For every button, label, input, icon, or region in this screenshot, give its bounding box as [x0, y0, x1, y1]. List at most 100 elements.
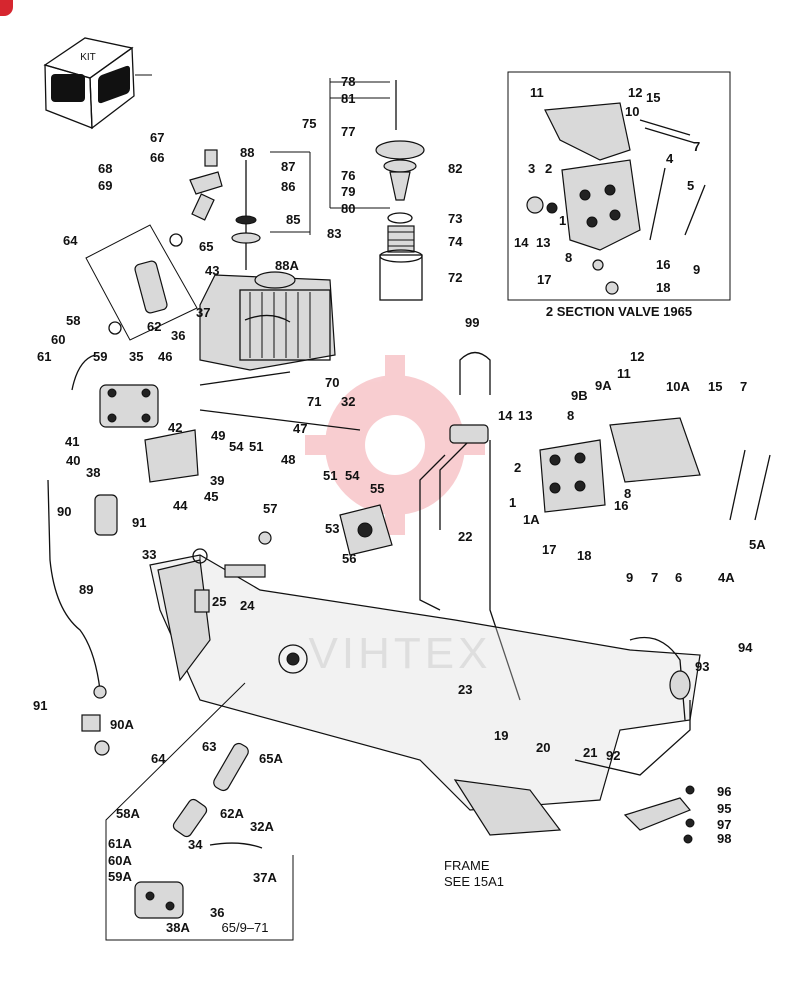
callout-91: 91 — [33, 698, 47, 713]
callout-91: 91 — [132, 515, 146, 530]
callout-96: 96 — [717, 784, 731, 799]
callout-16: 16 — [656, 257, 670, 272]
callout-92: 92 — [606, 748, 620, 763]
callout-7: 7 — [651, 570, 658, 585]
callout-75: 75 — [302, 116, 316, 131]
callout-86: 86 — [281, 179, 295, 194]
callout-10: 10 — [625, 104, 639, 119]
callout-74: 74 — [448, 234, 463, 249]
callout-23: 23 — [458, 682, 472, 697]
callout-62a: 62A — [220, 806, 244, 821]
callout-1: 1 — [509, 495, 516, 510]
callout-40: 40 — [66, 453, 80, 468]
callout-35: 35 — [129, 349, 143, 364]
callout-36: 36 — [171, 328, 185, 343]
callout-98: 98 — [717, 831, 731, 846]
callout-44: 44 — [173, 498, 188, 513]
callout-72: 72 — [448, 270, 462, 285]
callout-9: 9 — [626, 570, 633, 585]
callout-41: 41 — [65, 434, 79, 449]
callout-54: 54 — [345, 468, 360, 483]
callout-64: 64 — [151, 751, 166, 766]
callout-89: 89 — [79, 582, 93, 597]
callout-2: 2 — [545, 161, 552, 176]
callout-1: 1 — [559, 213, 566, 228]
callout-90a: 90A — [110, 717, 134, 732]
callout-51: 51 — [249, 439, 263, 454]
callout-61: 61 — [37, 349, 51, 364]
callout-16: 16 — [614, 498, 628, 513]
callout-2: 2 — [514, 460, 521, 475]
callout-88a: 88A — [275, 258, 299, 273]
callout-70: 70 — [325, 375, 339, 390]
callout-65a: 65A — [259, 751, 283, 766]
callout-24: 24 — [240, 598, 255, 613]
misc-parts — [192, 504, 695, 844]
callout-48: 48 — [281, 452, 295, 467]
callout-17: 17 — [537, 272, 551, 287]
callout-94: 94 — [738, 640, 753, 655]
hydraulic-pump — [71, 354, 361, 483]
watermark-logo — [305, 355, 485, 535]
callout-1a: 1A — [523, 512, 540, 527]
callout-7: 7 — [740, 379, 747, 394]
variant-inset: 65/9–71 — [105, 682, 294, 941]
callout-63: 63 — [202, 739, 216, 754]
callout-39: 39 — [210, 473, 224, 488]
callout-81: 81 — [341, 91, 355, 106]
callout-42: 42 — [168, 420, 182, 435]
control-valve-assembly — [539, 417, 771, 521]
callout-18: 18 — [577, 548, 591, 563]
callout-6: 6 — [675, 570, 682, 585]
callout-55: 55 — [370, 481, 384, 496]
callout-20: 20 — [536, 740, 550, 755]
callout-15: 15 — [646, 90, 660, 105]
callout-95: 95 — [717, 801, 731, 816]
callout-88: 88 — [240, 145, 254, 160]
callout-97: 97 — [717, 817, 731, 832]
callout-90: 90 — [57, 504, 71, 519]
callout-43: 43 — [205, 263, 219, 278]
callout-9b: 9B — [571, 388, 588, 403]
callout-11: 11 — [617, 366, 631, 381]
callout-9: 9 — [693, 262, 700, 277]
callout-21: 21 — [583, 745, 597, 760]
new-holland-logo-icon — [51, 65, 130, 104]
inset-caption: 2 SECTION VALVE 1965 — [546, 304, 692, 319]
callout-60a: 60A — [108, 853, 132, 868]
callout-59a: 59A — [108, 869, 132, 884]
callout-99: 99 — [465, 315, 479, 330]
callout-10a: 10A — [666, 379, 690, 394]
callout-68: 68 — [98, 161, 112, 176]
callout-78: 78 — [341, 74, 355, 89]
callout-18: 18 — [656, 280, 670, 295]
frame-note-line1: FRAME — [444, 858, 490, 873]
callout-17: 17 — [542, 542, 556, 557]
kit-label: KIT — [80, 52, 96, 63]
callout-54: 54 — [229, 439, 244, 454]
callout-19: 19 — [494, 728, 508, 743]
callout-47: 47 — [293, 421, 307, 436]
callout-33: 33 — [142, 547, 156, 562]
callout-51: 51 — [323, 468, 337, 483]
callout-64: 64 — [63, 233, 78, 248]
callout-60: 60 — [51, 332, 65, 347]
callout-38a: 38A — [166, 920, 190, 935]
watermark-text: VIHTEX — [309, 629, 492, 678]
callout-79: 79 — [341, 184, 355, 199]
callout-61a: 61A — [108, 836, 132, 851]
kit-box: KIT — [43, 37, 152, 130]
callout-37a: 37A — [253, 870, 277, 885]
callout-3: 3 — [528, 161, 535, 176]
callout-34: 34 — [188, 837, 203, 852]
callout-8: 8 — [565, 250, 572, 265]
callout-58a: 58A — [116, 806, 140, 821]
callout-58: 58 — [66, 313, 80, 328]
callout-93: 93 — [695, 659, 709, 674]
reservoir-tank — [189, 149, 336, 371]
suction-hose — [85, 224, 198, 341]
callout-36: 36 — [210, 905, 224, 920]
callout-46: 46 — [158, 349, 172, 364]
frame-note-line2: SEE 15A1 — [444, 874, 504, 889]
